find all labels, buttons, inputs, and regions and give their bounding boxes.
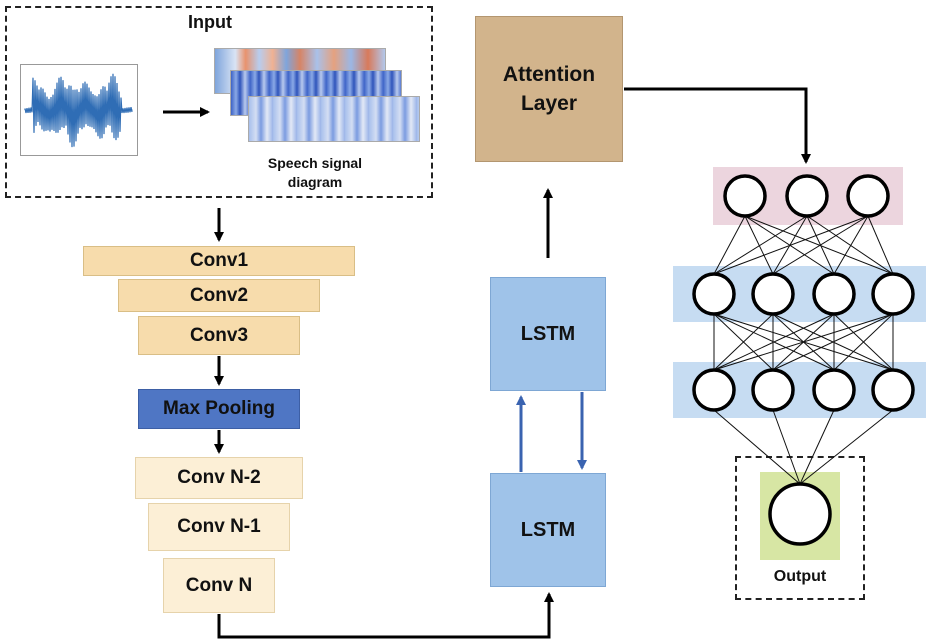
conv1-block: Conv1 [83,246,355,276]
nn-edge [713,313,894,371]
lstm-bottom-block: LSTM [490,473,606,587]
nn-node [723,174,767,218]
arrow-attention-to-network [624,87,811,164]
nn-edge [772,313,894,371]
conv3-block: Conv3 [138,316,300,355]
nn-edge [713,215,746,275]
nn-edge [799,409,835,485]
nn-edge [772,409,801,485]
nn-edge [772,215,869,275]
nn-edge [744,215,894,275]
nn-edge [867,215,894,275]
nn-node [692,272,736,316]
nn-edge [713,409,801,485]
nn-edge [744,215,774,275]
nn-edge [713,313,835,371]
nn-node [871,272,915,316]
output-label: Output [773,568,827,585]
spectrogram-caption-line2: diagram [287,174,343,190]
nn-node [785,174,829,218]
conv-n-block: Conv N [163,558,275,613]
nn-edge [713,215,869,275]
nn-edge [713,313,774,371]
nn-edge [806,215,894,275]
nn-edge [713,215,808,275]
nn-node [692,368,736,412]
nn-edge [833,215,869,275]
conv2-block: Conv2 [118,279,320,312]
attention-label-line1: Attention [502,63,596,86]
nn-node [812,272,856,316]
conv-n-minus-2-block: Conv N-2 [135,457,303,499]
arrow-conv-to-lstm [217,592,554,639]
spectrogram-caption-line1: Speech signal [267,155,363,171]
lstm-top-block: LSTM [490,277,606,391]
nn-output-node [768,482,832,546]
spectrogram-3 [248,96,420,142]
nn-node [751,368,795,412]
waveform-image [20,64,138,156]
waveform-graphic [24,73,133,148]
nn-node [846,174,890,218]
nn-edge [799,409,894,485]
input-panel [5,6,433,198]
nn-node [812,368,856,412]
nn-edge [833,313,894,371]
attention-layer-block: Attention Layer [475,16,623,162]
conv-n-minus-1-block: Conv N-1 [148,503,290,551]
nn-node [751,272,795,316]
attention-label-line2: Layer [520,92,578,115]
input-title: Input [188,12,232,32]
max-pooling-block: Max Pooling [138,389,300,429]
neural-network [692,174,915,546]
nn-node [871,368,915,412]
output-panel [735,456,865,600]
